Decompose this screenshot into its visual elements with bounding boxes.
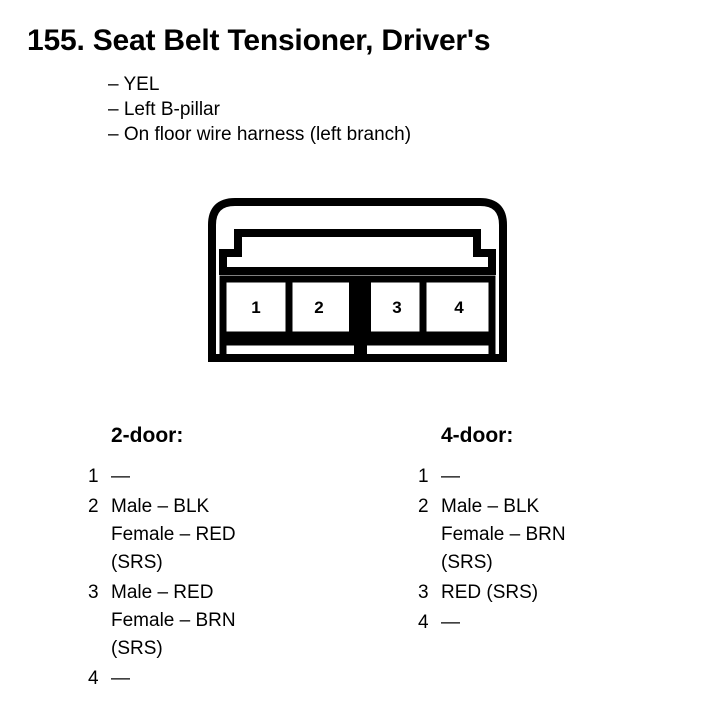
pin-values: Male – BLK Female – BRN (SRS) [441, 493, 566, 577]
pin-value-line: — [111, 466, 130, 487]
pin-values: — [441, 463, 566, 491]
pin-row: 3 RED (SRS) [418, 579, 566, 607]
pin-index: 3 [88, 582, 99, 603]
pin-row: 1 — [88, 463, 236, 491]
pin-values: RED (SRS) [441, 579, 566, 607]
pin-index: 1 [418, 466, 429, 487]
connector-diagram: 1 2 3 4 [205, 195, 510, 365]
pin-values: — [441, 609, 566, 637]
pin-row: 4 — [88, 665, 236, 693]
pin-values: — [111, 665, 236, 693]
pin-label-2: 2 [314, 298, 323, 317]
pin-values: Male – RED Female – BRN (SRS) [111, 579, 236, 663]
pin-value-line: Female – BRN [441, 524, 566, 545]
connector-latch-band [219, 229, 496, 275]
center-keying-tab [357, 279, 364, 347]
pin-value-line: (SRS) [111, 552, 163, 573]
pin-value-line: Female – RED [111, 524, 236, 545]
subtitle-line-wire-color: – YEL [108, 74, 160, 95]
pin-index: 4 [88, 668, 99, 689]
pin-value-line: — [111, 668, 130, 689]
pin-index: 2 [88, 496, 99, 517]
subtitle-line-location: – Left B-pillar [108, 99, 220, 120]
pin-index: 2 [418, 496, 429, 517]
connector-outer-shell [208, 198, 507, 362]
pin-values: Male – BLK Female – RED (SRS) [111, 493, 236, 577]
pin-row: 3 Male – RED Female – BRN (SRS) [88, 579, 236, 663]
pin-table-4door: 4-door: 1 — 2 Male – BLK Female – BRN (S… [418, 424, 566, 639]
pin-value-line: Female – BRN [111, 610, 236, 631]
pin-row: 2 Male – BLK Female – BRN (SRS) [418, 493, 566, 577]
pin-table-4door-title: 4-door: [441, 424, 514, 447]
pin-value-line: Male – BLK [111, 496, 210, 517]
subtitle-list: – YEL – Left B-pillar – On floor wire ha… [108, 72, 411, 147]
pin-index: 4 [418, 612, 429, 633]
pin-table-2door: 2-door: 1 — 2 Male – BLK Female – RED (S… [88, 424, 236, 695]
pin-label-3: 3 [392, 298, 401, 317]
pin-label-4: 4 [454, 298, 464, 317]
pin-value-line: — [441, 466, 460, 487]
pin-value-line: (SRS) [441, 552, 493, 573]
connector-drawing: 1 2 3 4 [208, 198, 507, 362]
pin-value-line: (SRS) [111, 638, 163, 659]
pin-table-2door-title: 2-door: [111, 424, 184, 447]
pin-value-line: Male – BLK [441, 496, 540, 517]
pin-value-line: Male – RED [111, 582, 214, 603]
pin-label-1: 1 [251, 298, 260, 317]
pin-row: 4 — [418, 609, 566, 637]
subtitle-line-harness: – On floor wire harness (left branch) [108, 124, 412, 145]
pin-row: 1 — [418, 463, 566, 491]
pin-values: — [111, 463, 236, 491]
page-title: 155. Seat Belt Tensioner, Driver's [27, 24, 491, 57]
skirt-center-divider [354, 335, 367, 358]
pin-row: 2 Male – BLK Female – RED (SRS) [88, 493, 236, 577]
pin-index: 1 [88, 466, 99, 487]
pin-value-line: — [441, 612, 460, 633]
pin-index: 3 [418, 582, 429, 603]
pin-value-line: RED (SRS) [441, 582, 539, 603]
